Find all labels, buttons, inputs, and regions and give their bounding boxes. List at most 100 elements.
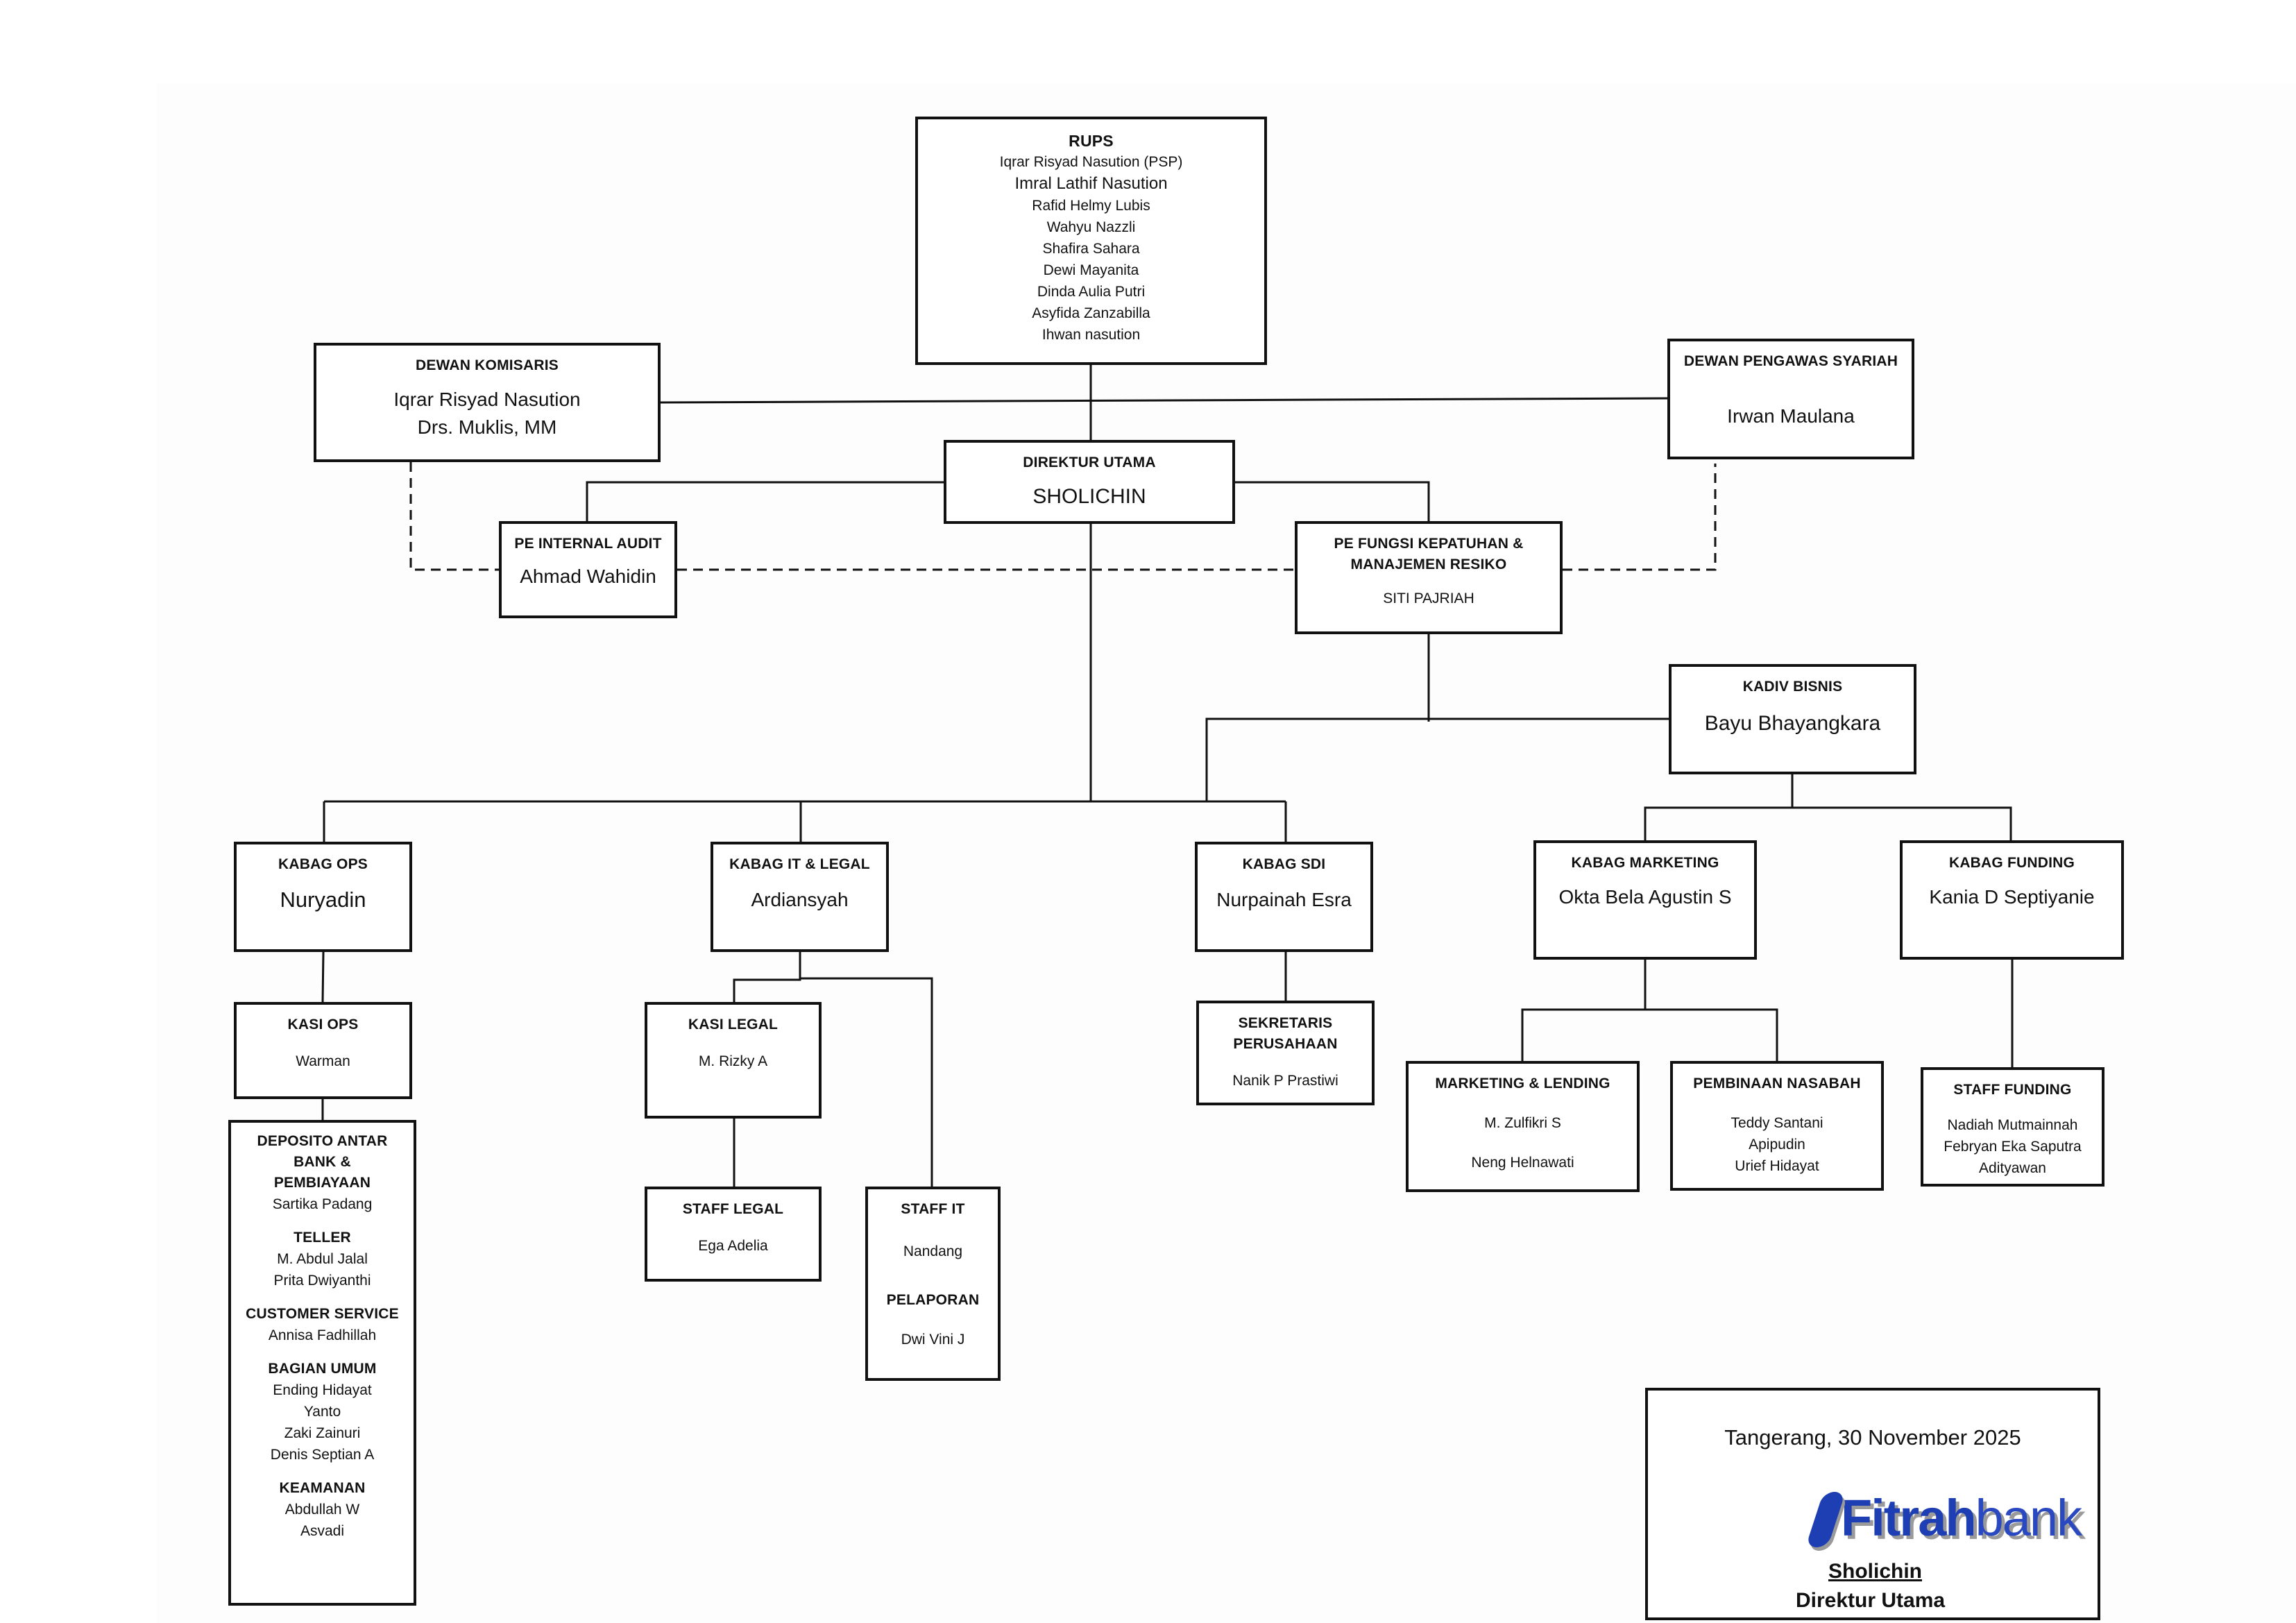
marketing-lending-title: MARKETING & LENDING [1435, 1076, 1610, 1091]
rups-member: Dinda Aulia Putri [1037, 284, 1146, 300]
staff-it-name: Nandang [903, 1243, 963, 1259]
rups-member: Iqrar Risyad Nasution (PSP) [999, 154, 1183, 170]
staff-funding-member: Febryan Eka Saputra [1944, 1139, 2082, 1155]
kabag-it-legal-name: Ardiansyah [751, 889, 849, 910]
kepatuhan-title: MANAJEMEN RESIKO [1350, 556, 1507, 572]
kasi-ops-title: KASI OPS [287, 1017, 359, 1033]
rups-member: Rafid Helmy Lubis [1032, 198, 1150, 214]
ops-group-title: DEPOSITO ANTAR [257, 1133, 388, 1149]
sekretaris-name: Nanik P Prastiwi [1232, 1073, 1338, 1089]
staff-funding-box: STAFF FUNDING Nadiah Mutmainnah Febryan … [1921, 1067, 2104, 1187]
internal-audit-title: PE INTERNAL AUDIT [514, 536, 662, 552]
ops-member: M. Abdul Jalal [277, 1251, 368, 1267]
ops-group-title: BANK & [294, 1154, 351, 1170]
ops-member: Prita Dwiyanthi [273, 1273, 371, 1289]
rups-member: Wahyu Nazzli [1046, 219, 1136, 235]
kepatuhan-box: PE FUNGSI KEPATUHAN & MANAJEMEN RESIKO S… [1295, 521, 1563, 634]
place-date: Tangerang, 30 November 2025 [1724, 1425, 2021, 1450]
marketing-lending-member: M. Zulfikri S [1484, 1115, 1561, 1131]
kabag-sdi-name: Nurpainah Esra [1216, 889, 1352, 910]
dewan-komisaris-member: Drs. Muklis, MM [417, 416, 557, 438]
connector-it-staff-it [800, 977, 933, 1187]
kabag-sdi-box: KABAG SDI Nurpainah Esra [1195, 842, 1373, 952]
pembinaan-member: Apipudin [1749, 1137, 1805, 1153]
kabag-sdi-title: KABAG SDI [1242, 856, 1326, 872]
ops-group-title: TELLER [294, 1230, 351, 1246]
kadiv-bisnis-name: Bayu Bhayangkara [1704, 712, 1881, 735]
rups-title: RUPS [1069, 132, 1114, 150]
dewan-komisaris-box: DEWAN KOMISARIS Iqrar Risyad Nasution Dr… [314, 343, 661, 462]
dewan-pengawas-title: DEWAN PENGAWAS SYARIAH [1683, 353, 1898, 369]
sekretaris-title: PERUSAHAAN [1233, 1036, 1338, 1052]
connector-direktur-kepatuhan [1235, 481, 1430, 521]
signature-box: Tangerang, 30 November 2025 [1645, 1388, 2100, 1620]
internal-audit-name: Ahmad Wahidin [520, 566, 656, 587]
signatory-name: Sholichin [1828, 1560, 1922, 1583]
ops-member: Denis Septian A [270, 1447, 375, 1463]
sekretaris-title: SEKRETARIS [1238, 1015, 1333, 1031]
internal-audit-box: PE INTERNAL AUDIT Ahmad Wahidin [499, 521, 677, 618]
pelaporan-name: Dwi Vini J [901, 1332, 965, 1348]
ops-group-title: PEMBIAYAAN [273, 1175, 371, 1191]
pembinaan-nasabah-box: PEMBINAAN NASABAH Teddy Santani Apipudin… [1670, 1061, 1884, 1191]
dewan-komisaris-member: Iqrar Risyad Nasution [393, 389, 581, 410]
kabag-it-legal-box: KABAG IT & LEGAL Ardiansyah [711, 842, 889, 952]
direktur-utama-box: DIREKTUR UTAMA SHOLICHIN [944, 440, 1235, 524]
staff-funding-member: Nadiah Mutmainnah [1947, 1117, 2078, 1133]
signatory-role: Direktur Utama [1796, 1589, 1946, 1612]
ops-group-title: CUSTOMER SERVICE [246, 1306, 399, 1322]
rups-member: Shafira Sahara [1042, 241, 1140, 257]
kabag-funding-title: KABAG FUNDING [1948, 855, 2075, 871]
connector-direktur-audit [586, 481, 944, 521]
connector-it-kasi-legal [733, 952, 801, 1002]
connector-kadiv-left [1205, 717, 1669, 801]
kepatuhan-title: PE FUNGSI KEPATUHAN & [1334, 536, 1524, 552]
pembinaan-member: Urief Hidayat [1735, 1158, 1819, 1174]
marketing-lending-box: MARKETING & LENDING M. Zulfikri S Neng H… [1406, 1061, 1640, 1192]
kepatuhan-name: SITI PAJRIAH [1383, 590, 1474, 606]
ops-member: Sartika Padang [272, 1196, 373, 1212]
direktur-utama-title: DIREKTUR UTAMA [1023, 454, 1156, 470]
sekretaris-box: SEKRETARIS PERUSAHAAN Nanik P Prastiwi [1196, 1001, 1375, 1105]
kabag-ops-box: KABAG OPS Nuryadin [234, 842, 412, 952]
rups-member: Ihwan nasution [1041, 327, 1141, 343]
kasi-legal-box: KASI LEGAL M. Rizky A [645, 1002, 822, 1119]
pelaporan-title: PELAPORAN [886, 1292, 980, 1308]
staff-legal-name: Ega Adelia [698, 1238, 768, 1254]
dewan-komisaris-title: DEWAN KOMISARIS [415, 357, 559, 373]
staff-legal-box: STAFF LEGAL Ega Adelia [645, 1187, 822, 1282]
kabag-marketing-name: Okta Bela Agustin S [1558, 886, 1732, 908]
kabag-funding-box: KABAG FUNDING Kania D Septiyanie [1900, 840, 2124, 960]
dashed-kepatuhan-pengawas [1563, 464, 1717, 571]
ops-member: Yanto [303, 1404, 341, 1420]
connector-marketing-bus [1521, 1008, 1778, 1061]
kasi-legal-name: M. Rizky A [698, 1053, 768, 1069]
rups-box: RUPS Iqrar Risyad Nasution (PSP) Imral L… [915, 117, 1267, 365]
logo-text-bank: bank [1975, 1489, 2082, 1547]
ops-member: Annisa Fadhillah [268, 1327, 377, 1343]
staff-legal-title: STAFF LEGAL [682, 1201, 784, 1217]
ops-member: Abdullah W [284, 1502, 360, 1518]
kabag-ops-name: Nuryadin [280, 887, 366, 912]
staff-funding-title: STAFF FUNDING [1953, 1082, 2072, 1098]
fitrahbank-logo: Fitrah bank [1805, 1488, 2082, 1547]
ops-group-title: KEAMANAN [279, 1480, 366, 1496]
kabag-ops-title: KABAG OPS [278, 856, 368, 872]
staff-it-title: STAFF IT [901, 1201, 965, 1217]
ops-member: Asvadi [300, 1523, 345, 1539]
ops-member: Zaki Zainuri [284, 1425, 361, 1441]
ops-member: Ending Hidayat [273, 1382, 372, 1398]
kasi-legal-title: KASI LEGAL [688, 1017, 779, 1033]
dashed-komisaris-audit [409, 462, 499, 571]
ops-group-title: BAGIAN UMUM [268, 1361, 377, 1377]
rups-member: Dewi Mayanita [1043, 262, 1139, 278]
kasi-ops-box: KASI OPS Warman [234, 1002, 412, 1099]
marketing-lending-member: Neng Helnawati [1471, 1155, 1574, 1171]
operations-staff-box: DEPOSITO ANTAR BANK & PEMBIAYAAN Sartika… [228, 1120, 416, 1606]
kasi-ops-name: Warman [296, 1053, 350, 1069]
logo-text-fitrah: Fitrah [1841, 1489, 1977, 1547]
dewan-pengawas-member: Irwan Maulana [1727, 405, 1855, 427]
staff-it-box: STAFF IT Nandang PELAPORAN Dwi Vini J [865, 1187, 1001, 1381]
staff-funding-member: Adityawan [1979, 1160, 2046, 1176]
